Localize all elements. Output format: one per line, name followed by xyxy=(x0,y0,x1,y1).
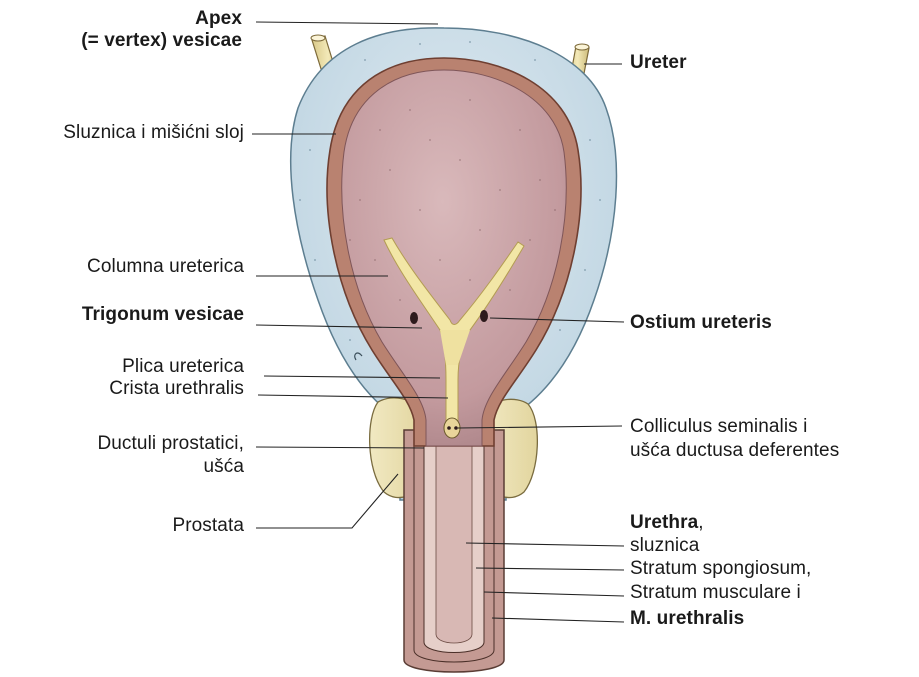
label-plica-ureterica: Plica ureterica xyxy=(0,356,244,378)
label-apex-sub: (= vertex) vesicae xyxy=(20,30,242,52)
label-urethra-bold: Urethra xyxy=(630,512,698,533)
ostium-right xyxy=(480,310,488,322)
label-colliculus-seminalis: Colliculus seminalis i xyxy=(630,416,807,438)
label-ureter: Ureter xyxy=(630,52,687,74)
label-ductuli-prostatici: Ductuli prostatici, xyxy=(0,433,244,455)
label-columna-ureterica: Columna ureterica xyxy=(0,256,244,278)
label-urethra-comma: , xyxy=(698,512,703,533)
label-sluznica-misicni-sloj: Sluznica i mišićni sloj xyxy=(0,122,244,144)
label-m-urethralis: M. urethralis xyxy=(630,608,744,630)
label-urethra: Urethra, xyxy=(630,512,704,534)
label-stratum-spongiosum: Stratum spongiosum, xyxy=(630,558,811,580)
label-usca-ductusa: ušća ductusa deferentes xyxy=(630,440,839,462)
label-stratum-musculare: Stratum musculare i xyxy=(630,582,801,604)
label-crista-urethralis: Crista urethralis xyxy=(0,378,244,400)
label-apex: Apex xyxy=(120,8,242,30)
label-ductuli-usca: ušća xyxy=(0,456,244,478)
label-prostata: Prostata xyxy=(0,515,244,537)
label-sluznica: sluznica xyxy=(630,535,699,557)
label-ostium-ureteris: Ostium ureteris xyxy=(630,312,772,334)
ostium-left xyxy=(410,312,418,324)
label-trigonum-vesicae: Trigonum vesicae xyxy=(0,304,244,326)
